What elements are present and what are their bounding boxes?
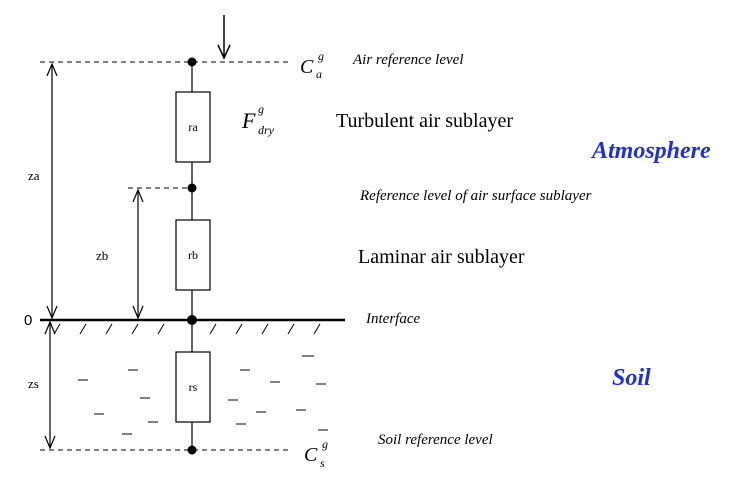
label-rb: rb: [188, 248, 198, 262]
label-zs: zs: [28, 376, 39, 391]
zs-arrowhead-bottom: [44, 435, 56, 450]
label-ra: ra: [188, 120, 198, 134]
za-arrowhead-top: [46, 62, 58, 77]
label-rs: rs: [189, 380, 198, 394]
zb-arrowhead-top: [132, 188, 144, 203]
node-air-reference: [187, 57, 197, 67]
node-interface: [187, 315, 197, 325]
label-interface: Interface: [365, 311, 420, 327]
symbol-ca-main: C: [300, 56, 314, 78]
resistor-ra: [175, 91, 211, 163]
symbol-ca-sub: a: [316, 67, 322, 81]
symbol-cs-main: C: [304, 444, 318, 466]
symbol-ca: C: [300, 56, 314, 78]
zs-arrowhead-top: [44, 320, 56, 335]
symbol-flux-sup: g: [258, 102, 264, 116]
label-surface-reference: Reference level of air surface sublayer: [359, 188, 592, 204]
symbol-cs-sub: s: [320, 456, 325, 470]
label-za: za: [28, 168, 40, 183]
symbol-flux-sub: dry: [258, 123, 275, 137]
resistor-rs: [175, 351, 211, 423]
node-surface-reference: [187, 183, 197, 193]
symbol-cs-sup: g: [322, 437, 328, 451]
flux-arrowhead: [217, 44, 231, 60]
label-turbulent: Turbulent air sublayer: [336, 110, 513, 132]
label-atmosphere: Atmosphere: [590, 138, 711, 164]
resistor-rb: [175, 219, 211, 291]
za-arrowhead-bottom: [46, 305, 58, 320]
node-soil-reference: [187, 445, 197, 455]
symbol-cs: C: [304, 444, 318, 466]
label-soil-reference: Soil reference level: [378, 432, 493, 448]
zb-arrowhead-bottom: [132, 305, 144, 320]
label-zb: zb: [96, 248, 108, 263]
label-zero: 0: [24, 312, 32, 329]
symbol-flux: F: [241, 108, 256, 133]
soil-texture: [78, 355, 328, 435]
label-air-reference: Air reference level: [352, 52, 464, 68]
label-soil: Soil: [612, 365, 651, 391]
symbol-flux-main: F: [241, 108, 256, 133]
label-laminar: Laminar air sublayer: [358, 246, 525, 268]
symbol-ca-sup: g: [318, 49, 324, 63]
ground-hatching: [53, 323, 321, 335]
